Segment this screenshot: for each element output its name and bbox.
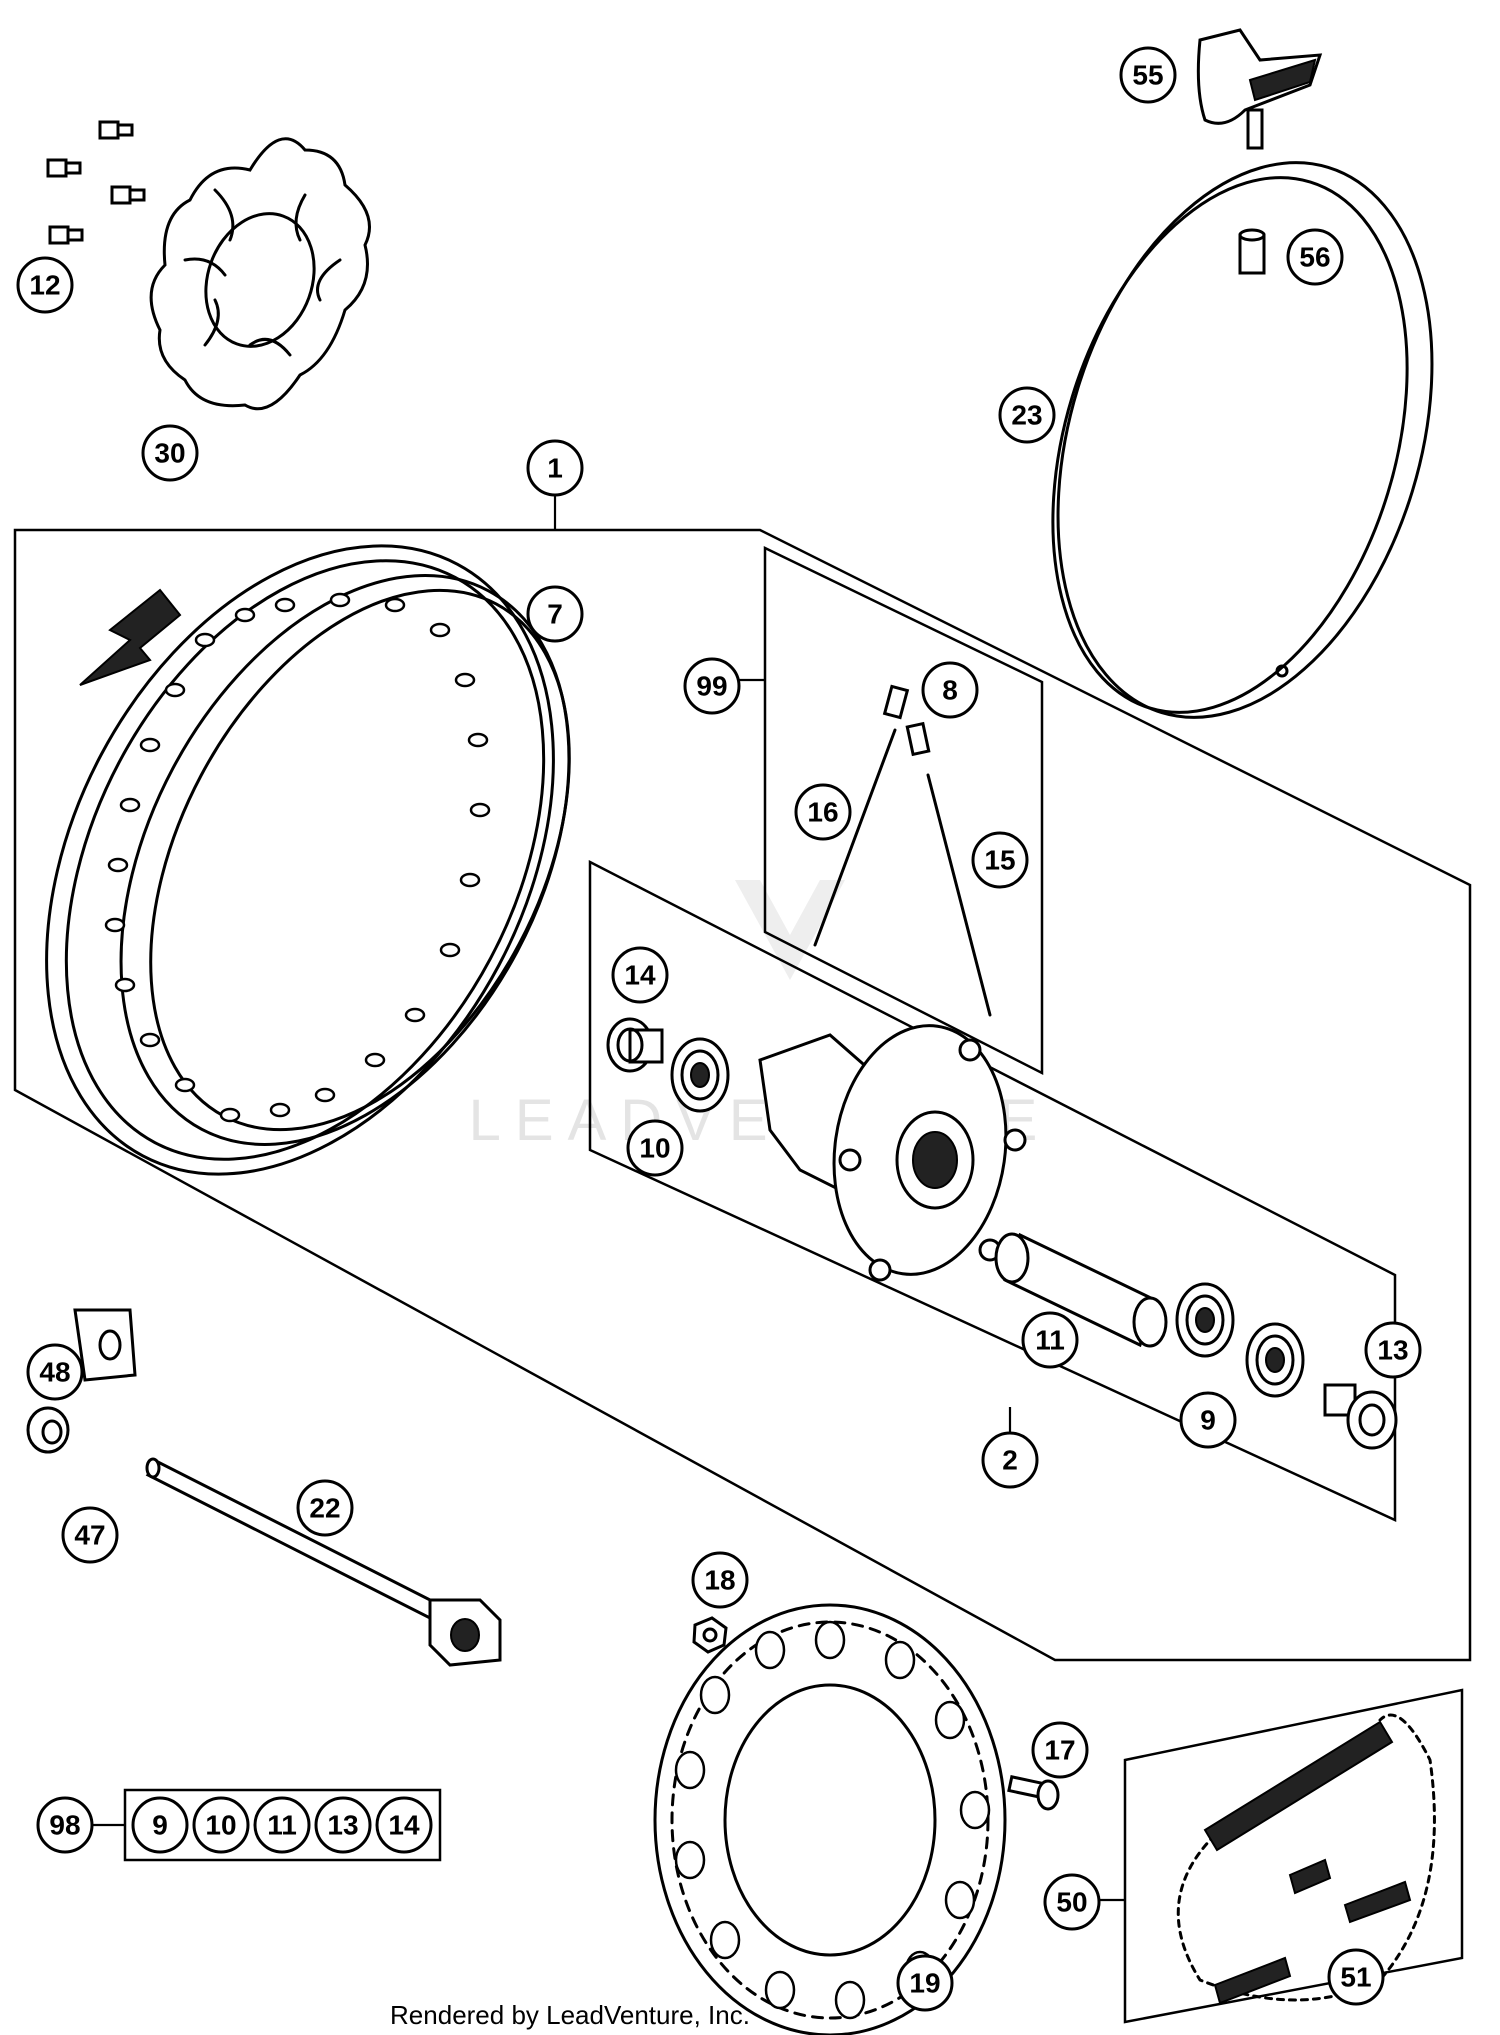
rim-tape xyxy=(1051,161,1434,719)
callout-label: 23 xyxy=(1011,400,1042,431)
callout-label: 8 xyxy=(942,675,958,706)
callout-15[interactable]: 15 xyxy=(971,831,1029,889)
callout-2[interactable]: 2 xyxy=(981,1431,1039,1489)
spacer-right xyxy=(1323,1383,1398,1450)
rim xyxy=(45,544,571,1176)
spoke-kit-frame xyxy=(763,546,1044,1076)
callout-label: 56 xyxy=(1299,242,1330,273)
axle-nut xyxy=(26,1406,70,1454)
bearing-right-2 xyxy=(1245,1322,1305,1398)
wheel-assembly-frame xyxy=(13,528,1472,1662)
sprocket-screw xyxy=(1007,1775,1060,1811)
rim-lock-lever xyxy=(1196,28,1323,150)
callout-98[interactable]: 98 xyxy=(36,1796,94,1854)
kit-98-item[interactable]: 9 xyxy=(131,1796,189,1854)
callout-label: 22 xyxy=(309,1493,340,1524)
bearing-right-1 xyxy=(1175,1282,1235,1358)
callout-22[interactable]: 22 xyxy=(296,1479,354,1537)
callout-47[interactable]: 47 xyxy=(61,1506,119,1564)
callout-8[interactable]: 8 xyxy=(921,661,979,719)
kit-98-item-label: 9 xyxy=(152,1810,168,1841)
rear-hub xyxy=(758,1024,1027,1282)
callout-label: 12 xyxy=(29,270,60,301)
callout-label: 48 xyxy=(39,1357,70,1388)
brake-disc xyxy=(149,137,371,411)
kit-98-item[interactable]: 14 xyxy=(375,1796,433,1854)
kit-98-item-label: 13 xyxy=(327,1810,358,1841)
callout-label: 98 xyxy=(49,1810,80,1841)
callout-label: 10 xyxy=(639,1133,670,1164)
callout-17[interactable]: 17 xyxy=(1031,1721,1089,1779)
callout-label: 1 xyxy=(547,453,563,484)
spacer-left xyxy=(606,1017,664,1073)
brake-disc-bolts xyxy=(46,120,146,245)
kit-98-item[interactable]: 13 xyxy=(314,1796,372,1854)
callout-12[interactable]: 12 xyxy=(16,256,74,314)
callout-label: 11 xyxy=(1035,1325,1065,1356)
callout-1[interactable]: 1 xyxy=(526,439,584,497)
master-link xyxy=(1288,1858,1332,1895)
callout-9[interactable]: 9 xyxy=(1179,1391,1237,1449)
callout-label: 30 xyxy=(154,438,185,469)
callout-51[interactable]: 51 xyxy=(1327,1948,1385,2006)
callout-30[interactable]: 30 xyxy=(141,424,199,482)
hub-assembly-frame xyxy=(588,859,1397,1522)
callout-50[interactable]: 50 xyxy=(1043,1873,1101,1931)
callout-18[interactable]: 18 xyxy=(691,1551,749,1609)
callout-label: 99 xyxy=(696,671,727,702)
callout-23[interactable]: 23 xyxy=(998,386,1056,444)
callout-48[interactable]: 48 xyxy=(26,1343,84,1401)
callout-14[interactable]: 14 xyxy=(611,946,669,1004)
callout-16[interactable]: 16 xyxy=(794,783,852,841)
callout-11[interactable]: 11 xyxy=(1021,1311,1079,1369)
callout-label: 13 xyxy=(1377,1335,1408,1366)
kit-98-item-label: 14 xyxy=(388,1810,420,1841)
callout-label: 19 xyxy=(909,1968,940,1999)
callout-label: 16 xyxy=(807,797,838,828)
callout-label: 2 xyxy=(1002,1445,1018,1476)
kit-98-item[interactable]: 10 xyxy=(192,1796,250,1854)
callout-label: 7 xyxy=(547,599,563,630)
credit-text: Rendered by LeadVenture, Inc. xyxy=(390,2000,750,2030)
chain-kit-frame xyxy=(1123,1688,1464,2024)
kit-98-item[interactable]: 11 xyxy=(253,1796,311,1854)
callout-label: 15 xyxy=(984,845,1015,876)
bearing-left xyxy=(670,1037,730,1113)
drive-chain xyxy=(1176,1713,1436,2005)
callout-10[interactable]: 10 xyxy=(626,1119,684,1177)
callout-99[interactable]: 99 xyxy=(683,657,741,715)
callout-label: 55 xyxy=(1132,60,1163,91)
callout-19[interactable]: 19 xyxy=(896,1954,954,2012)
callout-label: 17 xyxy=(1044,1735,1075,1766)
callout-label: 18 xyxy=(704,1565,735,1596)
callout-label: 9 xyxy=(1200,1405,1216,1436)
callout-7[interactable]: 7 xyxy=(526,585,584,643)
kit-98-item-label: 11 xyxy=(267,1810,297,1841)
callout-label: 14 xyxy=(624,960,656,991)
rotation-direction-arrow-icon xyxy=(79,588,182,686)
rear-sprocket xyxy=(653,1603,1007,2035)
callout-label: 47 xyxy=(74,1520,105,1551)
sprocket-nut xyxy=(692,1616,728,1654)
callout-label: 51 xyxy=(1340,1962,1371,1993)
callout-55[interactable]: 55 xyxy=(1119,46,1177,104)
callout-56[interactable]: 56 xyxy=(1286,228,1344,286)
wheel-spindle xyxy=(145,1457,502,1667)
callout-13[interactable]: 13 xyxy=(1364,1321,1422,1379)
rim-lock-nut xyxy=(1238,228,1266,275)
chain-adjuster xyxy=(73,1308,137,1382)
distance-sleeve xyxy=(994,1232,1168,1348)
spokes xyxy=(813,684,992,1017)
kit-98-item-label: 10 xyxy=(205,1810,236,1841)
callout-label: 50 xyxy=(1056,1887,1087,1918)
